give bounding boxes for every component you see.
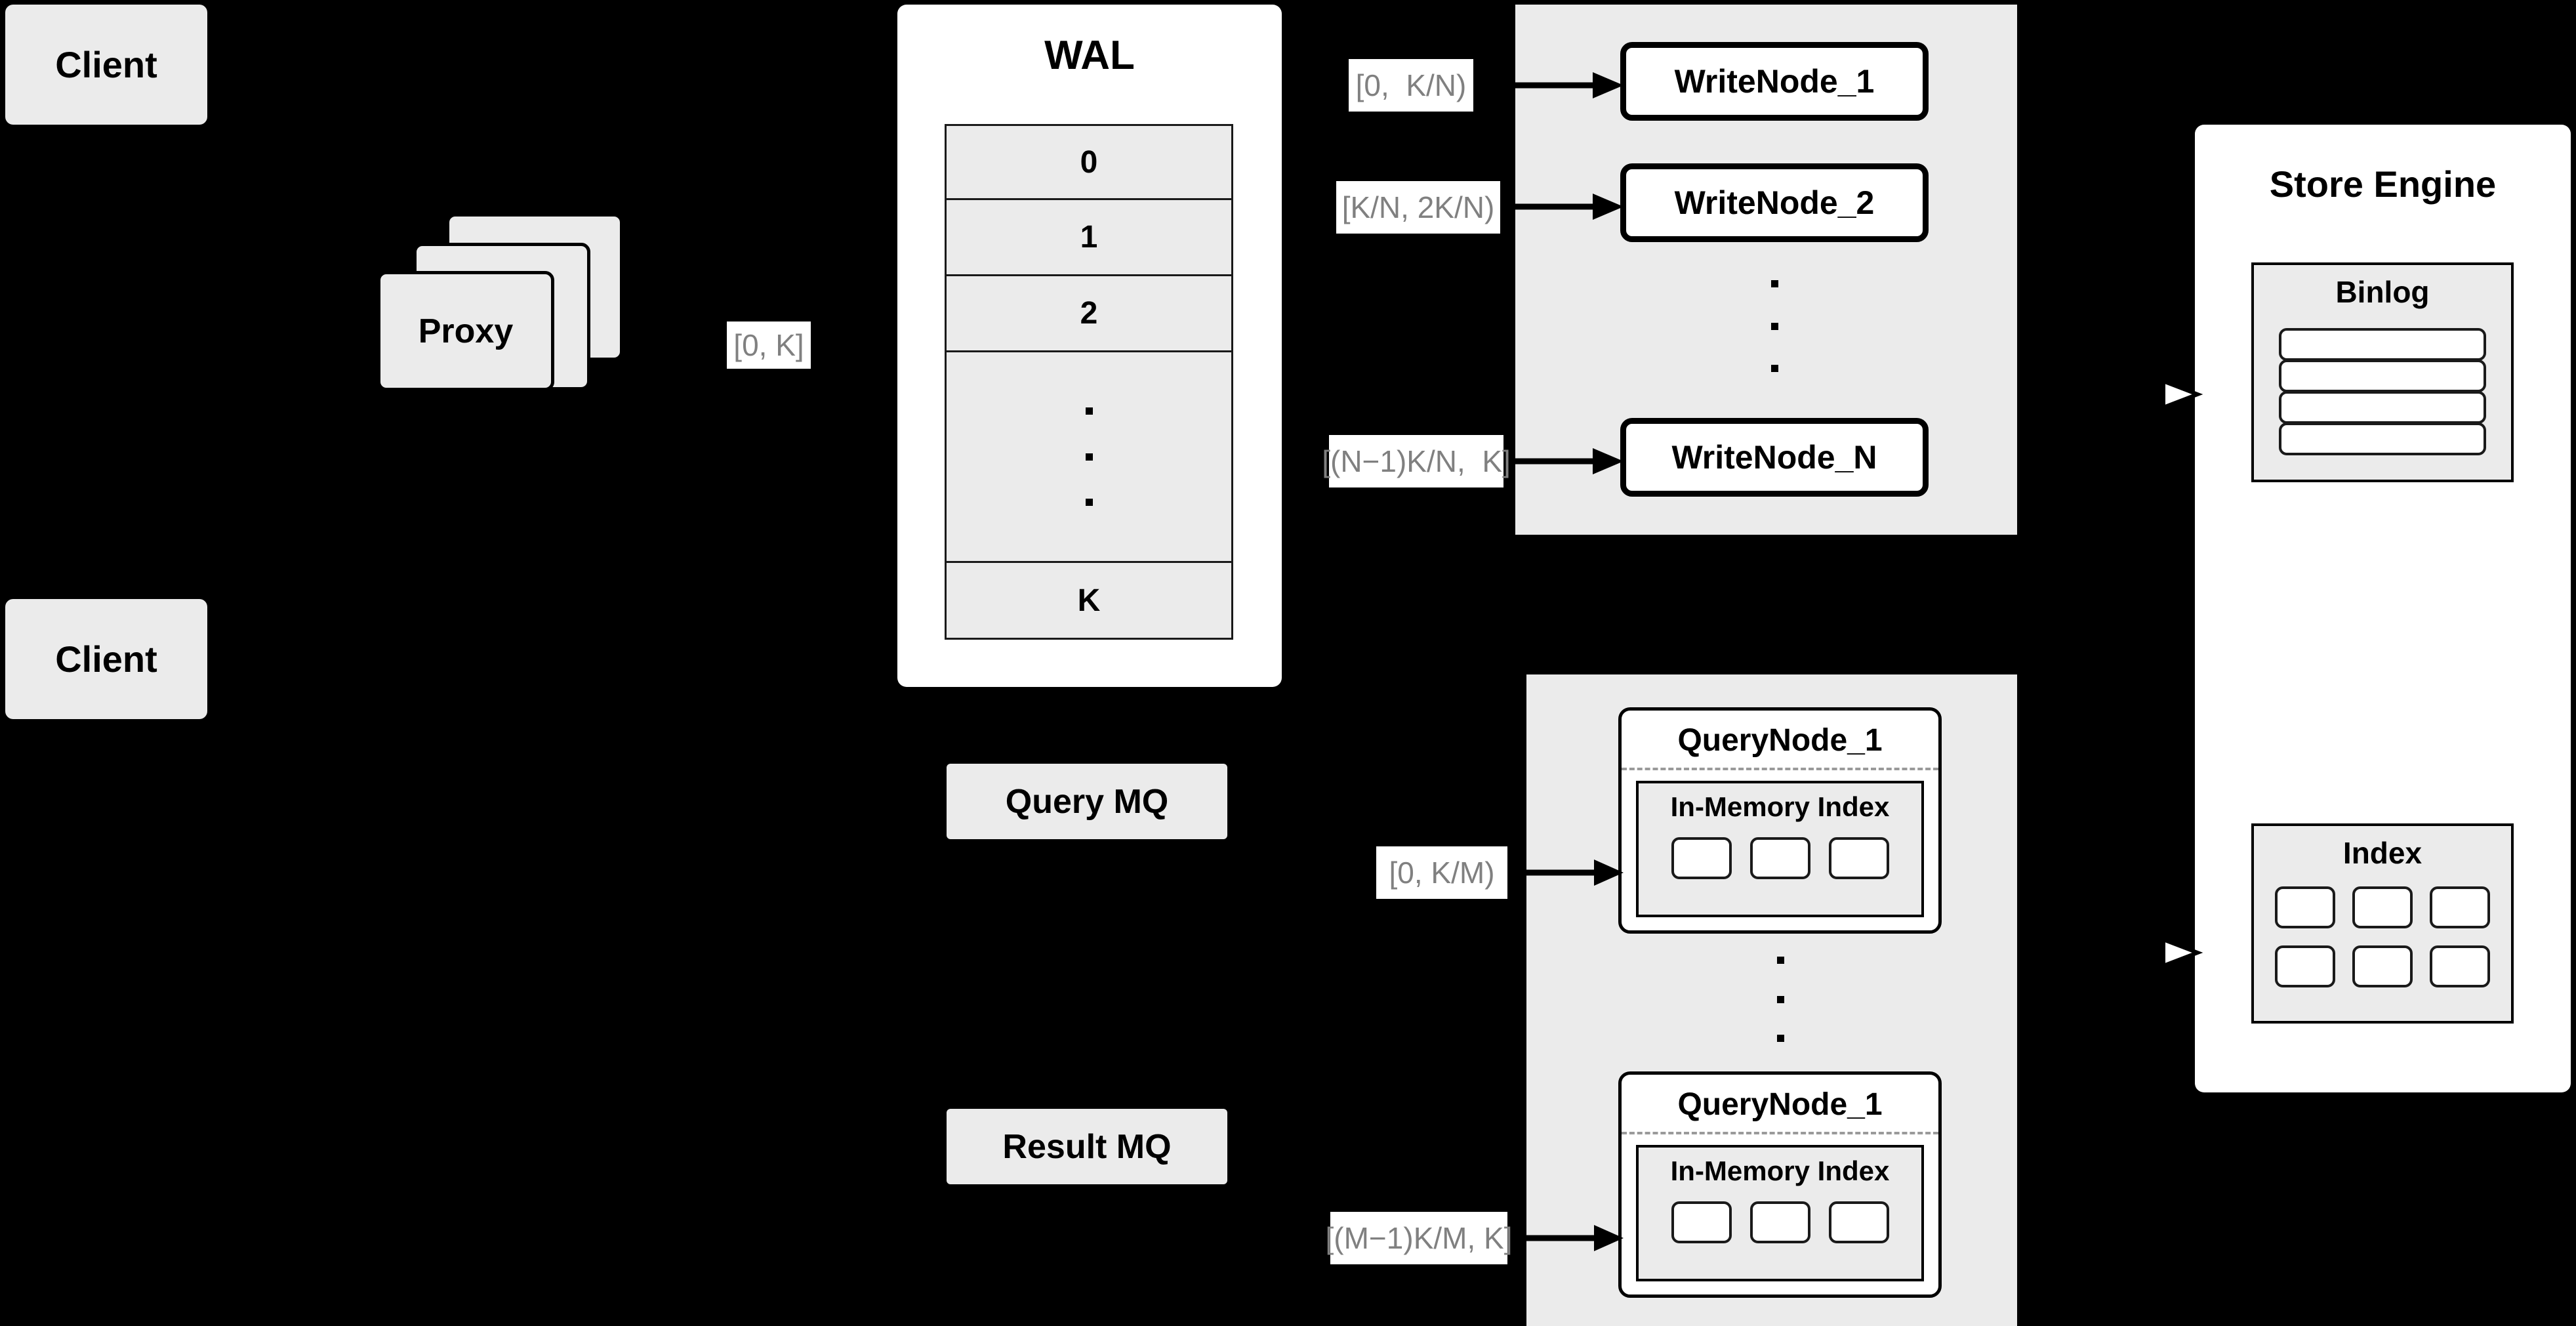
store-engine-title: Store Engine	[2269, 163, 2497, 205]
store-engine-panel: Store Engine Binlog Index	[2195, 125, 2571, 1092]
index-slot[interactable]	[1828, 1201, 1889, 1243]
client-label: Client	[55, 44, 157, 85]
index-slot[interactable]	[2275, 945, 2335, 987]
arrow-to-query-node-m	[1526, 1225, 1624, 1251]
client-box-1[interactable]: Client	[5, 5, 207, 125]
arrow-to-write-node-n	[1515, 448, 1624, 474]
query-node-label: QueryNode_1	[1677, 723, 1883, 758]
write-node-label: WriteNode_2	[1674, 184, 1875, 221]
write-node-1[interactable]: WriteNode_1	[1620, 42, 1929, 121]
proxy-stack[interactable]: Proxy	[377, 213, 666, 430]
proxy-box[interactable]: Proxy	[377, 271, 554, 391]
index-slot[interactable]	[1828, 837, 1889, 879]
binlog-entry[interactable]	[2279, 328, 2486, 361]
write-node-label: WriteNode_1	[1674, 63, 1875, 100]
write-node-label: WriteNode_N	[1671, 439, 1877, 476]
result-mq-box[interactable]: Result MQ	[947, 1109, 1227, 1184]
index-slot[interactable]	[1749, 837, 1810, 879]
binlog-title: Binlog	[2335, 275, 2430, 309]
query-node-separator	[1622, 1132, 1938, 1134]
range-label-write-node-1: [0, K/N)	[1349, 59, 1473, 112]
arrow-to-write-node-2	[1515, 194, 1624, 220]
arrow-to-query-node-1	[1526, 860, 1624, 886]
in-memory-index-title: In-Memory Index	[1670, 791, 1890, 822]
in-memory-index-2: In-Memory Index	[1636, 1145, 1924, 1281]
vertical-ellipsis-icon	[1085, 407, 1093, 506]
index-slot[interactable]	[1671, 837, 1732, 879]
write-node-2[interactable]: WriteNode_2	[1620, 163, 1929, 242]
range-label-write-node-2: [K/N, 2K/N)	[1336, 181, 1500, 234]
binlog-entry[interactable]	[2279, 423, 2486, 455]
query-mq-box[interactable]: Query MQ	[947, 764, 1227, 839]
binlog-entry[interactable]	[2279, 391, 2486, 424]
in-memory-index-1: In-Memory Index	[1636, 781, 1924, 917]
proxy-label: Proxy	[418, 312, 514, 350]
wal-panel: WAL 0 1 2 K	[897, 5, 1282, 687]
index-slot[interactable]	[2275, 886, 2335, 928]
index-slot[interactable]	[2430, 945, 2490, 987]
index-slot[interactable]	[2352, 945, 2413, 987]
wal-entry[interactable]: K	[945, 563, 1233, 640]
wal-title: WAL	[1044, 33, 1135, 78]
write-node-n[interactable]: WriteNode_N	[1620, 418, 1929, 497]
wal-entry-ellipsis	[945, 352, 1233, 563]
wal-entry[interactable]: 0	[945, 124, 1233, 200]
range-label-query-node-1: [0, K/M)	[1376, 846, 1507, 899]
binlog-entry[interactable]	[2279, 360, 2486, 392]
query-node-group: QueryNode_1 In-Memory Index QueryNode_1 …	[1526, 674, 2017, 1326]
query-node-label: QueryNode_1	[1677, 1087, 1883, 1122]
query-node-ellipsis-icon	[1739, 957, 1822, 1042]
arrow-to-binlog	[2120, 378, 2203, 411]
result-mq-label: Result MQ	[1002, 1127, 1172, 1166]
index-box: Index	[2251, 823, 2514, 1024]
index-slot[interactable]	[2352, 886, 2413, 928]
index-title: Index	[2342, 836, 2423, 870]
in-memory-index-title: In-Memory Index	[1670, 1155, 1890, 1186]
query-mq-label: Query MQ	[1005, 782, 1169, 821]
index-slot[interactable]	[1749, 1201, 1810, 1243]
range-label-proxy-to-wal: [0, K]	[727, 321, 811, 369]
range-label-query-node-m: [(M−1)K/M, K]	[1326, 1212, 1513, 1264]
query-node-1[interactable]: QueryNode_1 In-Memory Index	[1618, 707, 1942, 934]
wal-entry[interactable]: 1	[945, 200, 1233, 276]
wal-entry[interactable]: 2	[945, 276, 1233, 352]
client-box-2[interactable]: Client	[5, 599, 207, 719]
index-slot[interactable]	[2430, 886, 2490, 928]
arrow-to-index	[2120, 936, 2203, 969]
query-node-m[interactable]: QueryNode_1 In-Memory Index	[1618, 1071, 1942, 1298]
write-node-ellipsis-icon	[1733, 280, 1816, 372]
client-label: Client	[55, 638, 157, 680]
query-node-separator	[1622, 768, 1938, 770]
range-label-write-node-n: [(N−1)K/N, K]	[1322, 435, 1511, 487]
binlog-box: Binlog	[2251, 262, 2514, 482]
arrow-to-write-node-1	[1515, 72, 1624, 98]
index-slot[interactable]	[1671, 1201, 1732, 1243]
wal-entry-list: 0 1 2 K	[945, 124, 1233, 640]
